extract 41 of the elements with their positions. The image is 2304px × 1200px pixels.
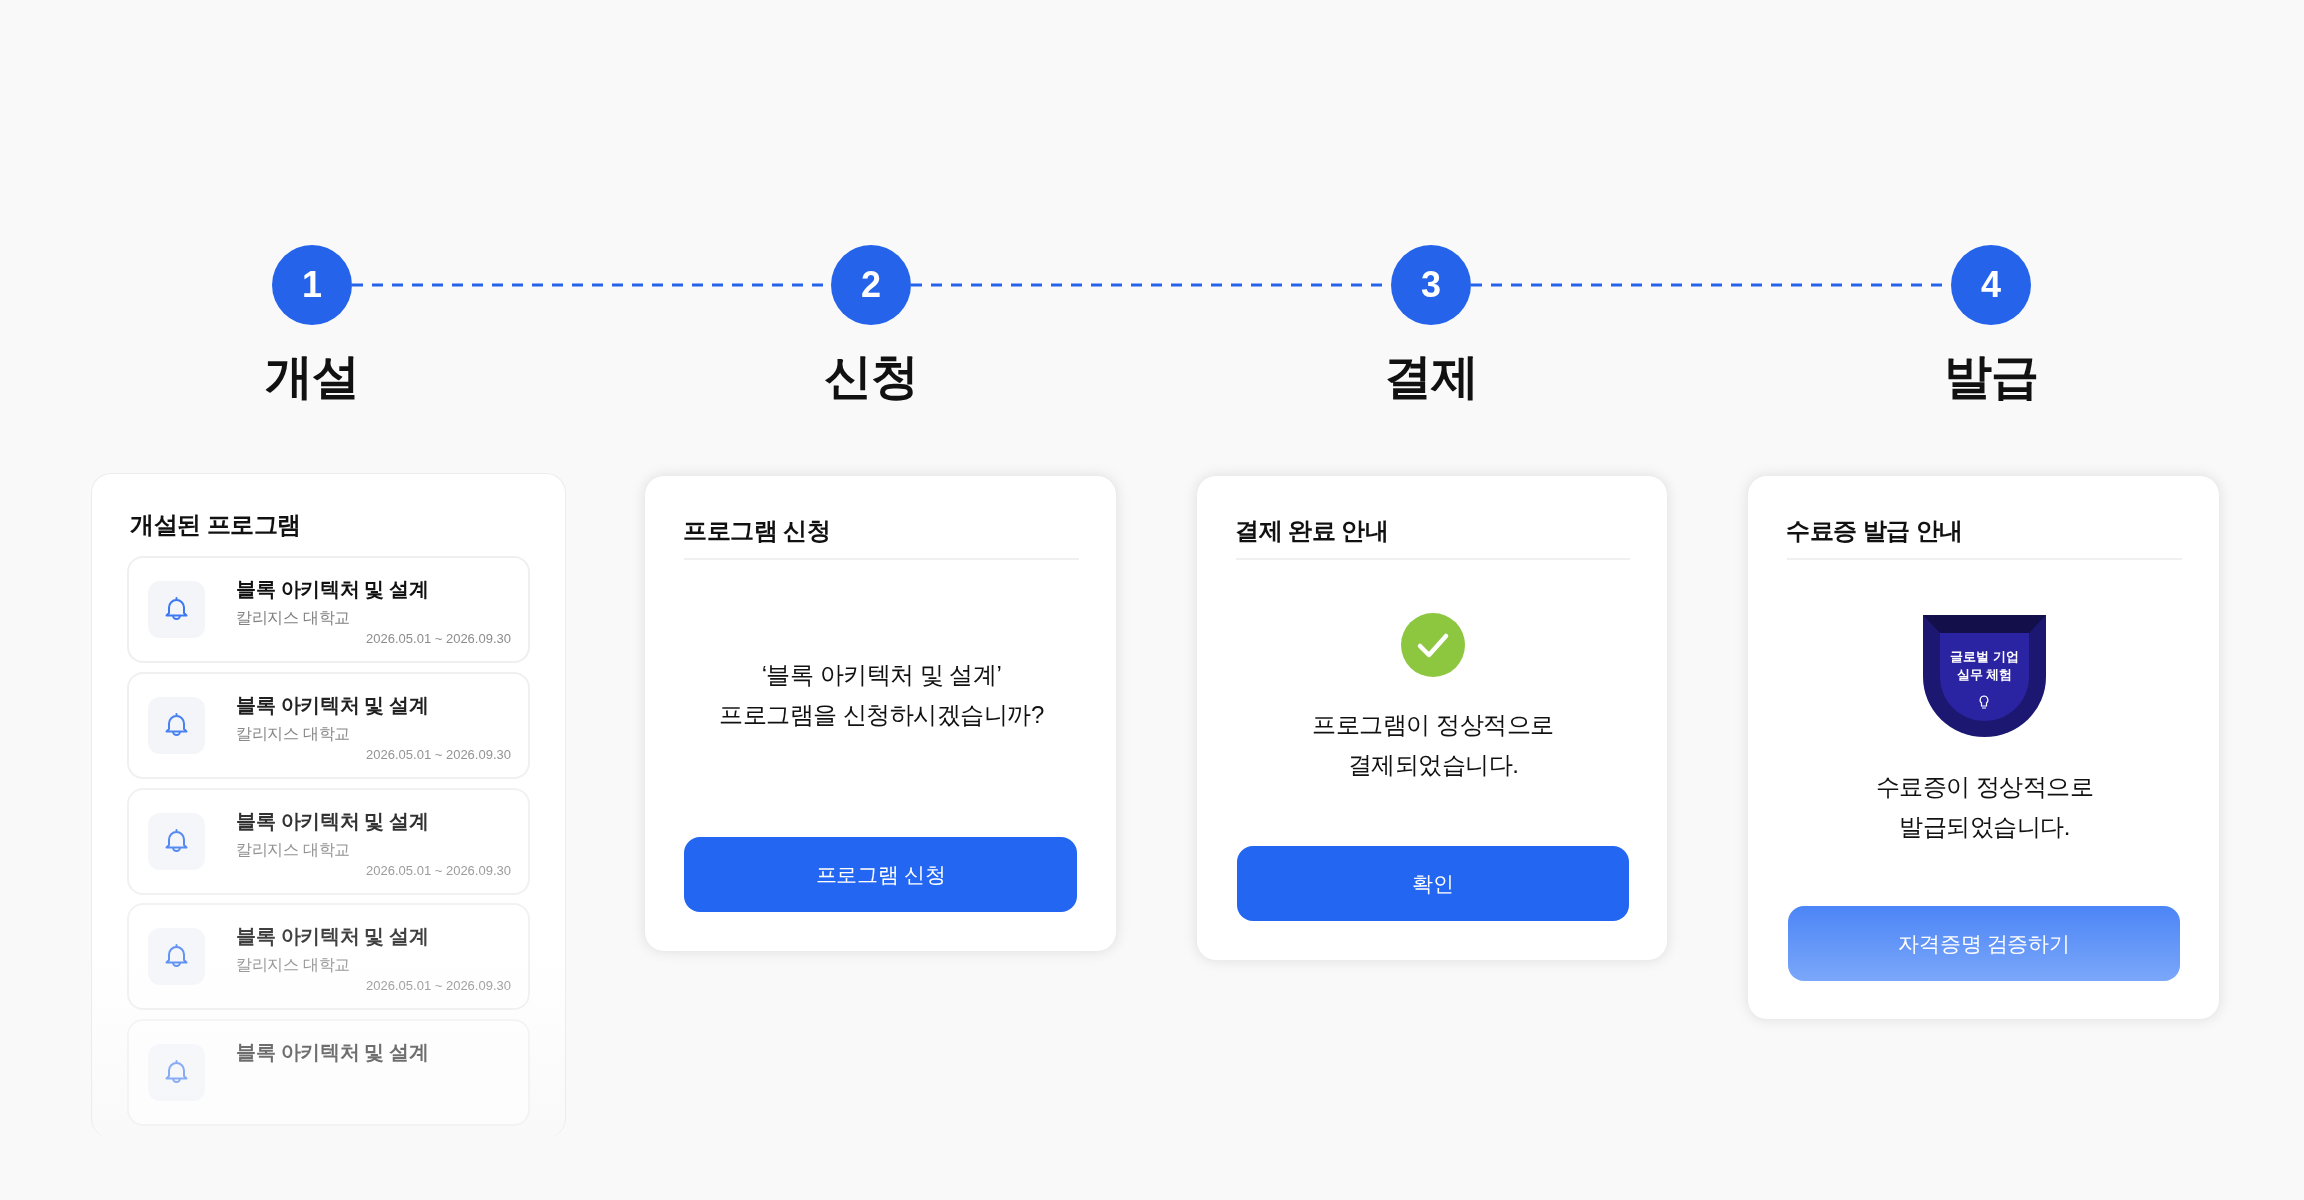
- message-text: ‘블록 아키텍처 및 설계’ 프로그램을 신청하시겠습니까?: [718, 660, 1045, 730]
- card-title: 결제 완료 안내: [1235, 516, 1389, 546]
- dialog-card: [91, 473, 566, 1138]
- step-circle: 3: [1391, 245, 1471, 325]
- item-subtitle: 칼리지스 대학교: [236, 840, 350, 860]
- step-circle: 2: [831, 245, 911, 325]
- date-range: 2026.05.01 ~ 2026.09.30: [366, 630, 511, 648]
- date-range: 2026.05.01 ~ 2026.09.30: [366, 862, 511, 880]
- step-label: 결제: [1384, 349, 1478, 405]
- item-title: 블록 아키텍처 및 설계: [236, 577, 429, 602]
- list-item-card: [127, 1019, 530, 1126]
- list-item-card: [127, 903, 530, 1010]
- step-label: 개설: [265, 349, 359, 405]
- primary-button: 프로그램 신청: [684, 837, 1077, 912]
- message-text: 수료증이 정상적으로 발급되었습니다.: [1874, 772, 2095, 842]
- item-subtitle: 칼리지스 대학교: [236, 955, 350, 975]
- step-circle: 1: [272, 245, 352, 325]
- list-item-card: [127, 788, 530, 895]
- step-label: 신청: [824, 349, 918, 405]
- item-title: 블록 아키텍처 및 설계: [236, 1040, 429, 1065]
- badge-text: 글로벌 기업 실무 체험: [1949, 648, 2020, 684]
- message-text: 프로그램이 정상적으로 결제되었습니다.: [1311, 710, 1555, 780]
- card-title: 수료증 발급 안내: [1786, 516, 1963, 546]
- list-item-card: [127, 672, 530, 779]
- dialog-card: [644, 475, 1117, 952]
- item-title: 블록 아키텍처 및 설계: [236, 924, 429, 949]
- item-subtitle: 칼리지스 대학교: [236, 608, 350, 628]
- item-subtitle: 칼리지스 대학교: [236, 724, 350, 744]
- date-range: 2026.05.01 ~ 2026.09.30: [366, 977, 511, 995]
- list-item-card: [127, 556, 530, 663]
- card-title: 프로그램 신청: [683, 516, 831, 546]
- dialog-card: [1196, 475, 1668, 961]
- date-range: 2026.05.01 ~ 2026.09.30: [366, 746, 511, 764]
- item-title: 블록 아키텍처 및 설계: [236, 809, 429, 834]
- item-title: 블록 아키텍처 및 설계: [236, 693, 429, 718]
- dialog-card: [1747, 475, 2220, 1020]
- primary-button: 확인: [1237, 846, 1629, 921]
- step-circle: 4: [1951, 245, 2031, 325]
- primary-button: 자격증명 검증하기: [1788, 906, 2180, 981]
- step-label: 발급: [1944, 349, 2038, 405]
- card-title: 개설된 프로그램: [130, 510, 301, 540]
